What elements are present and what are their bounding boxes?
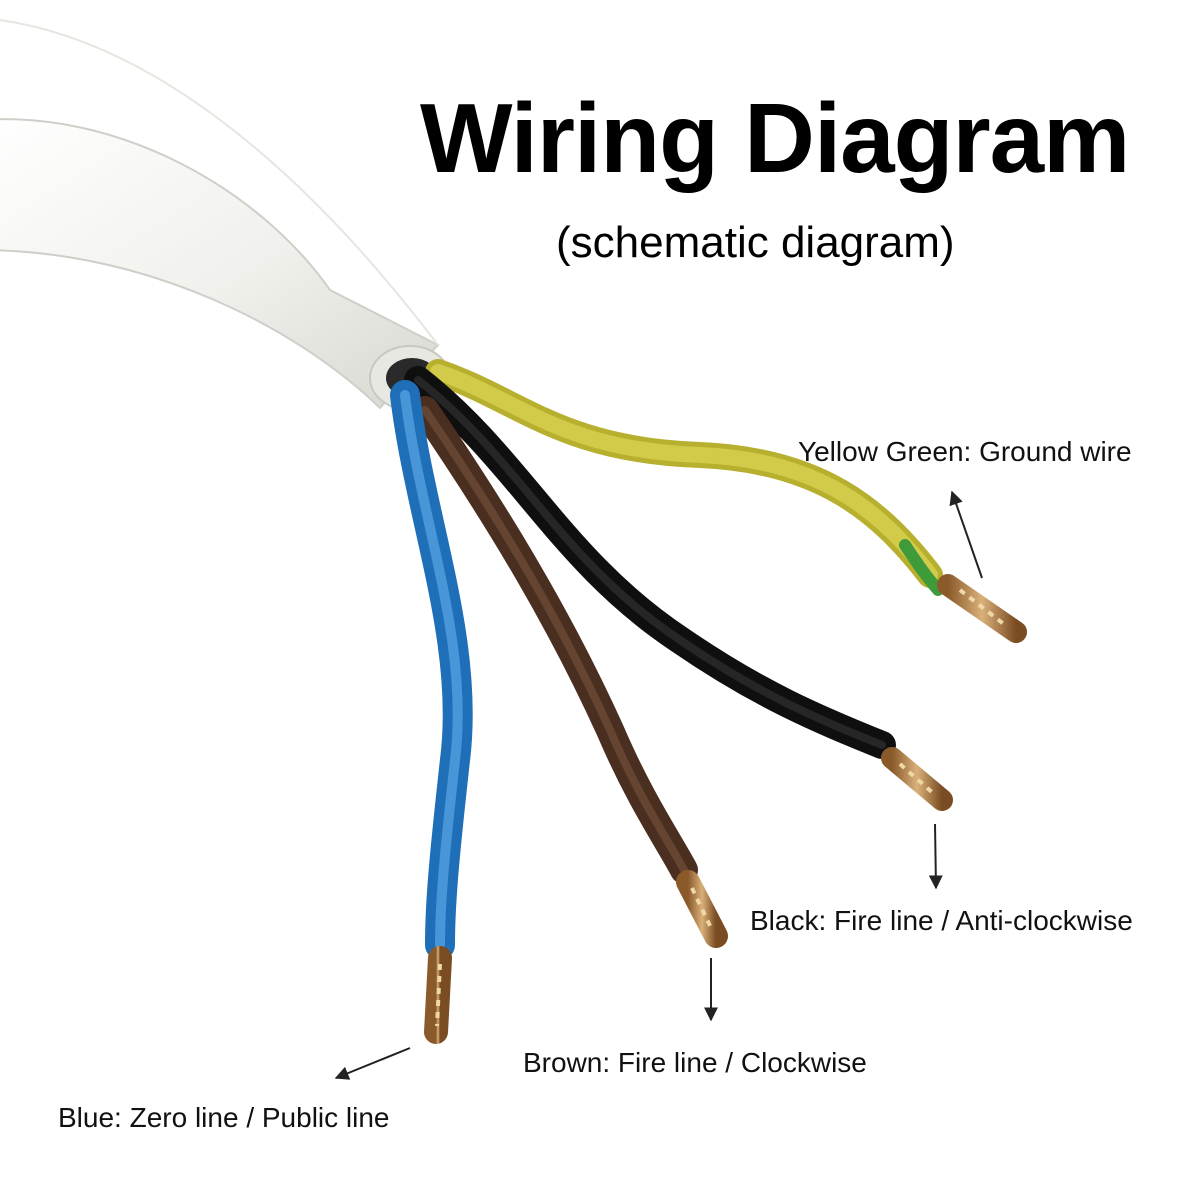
wire-black [404, 366, 953, 811]
wire-blue [390, 380, 473, 1044]
label-blue-wire: Blue: Zero line / Public line [58, 1102, 390, 1133]
arrow-blue [334, 1047, 411, 1080]
wire-brown [411, 396, 728, 948]
arrow-yellow-green [949, 490, 983, 579]
wire-yellow-green [425, 359, 1027, 643]
label-black-wire: Black: Fire line / Anti-clockwise [750, 905, 1133, 936]
page-title: Wiring Diagram [420, 83, 1130, 193]
label-brown-wire: Brown: Fire line / Clockwise [523, 1047, 867, 1078]
cable-sheath [0, 19, 451, 411]
label-yellow-green-wire: Yellow Green: Ground wire [798, 436, 1132, 467]
page-subtitle: (schematic diagram) [556, 218, 955, 267]
copper-tip-blue [424, 946, 452, 1044]
copper-tip-yellow [937, 574, 1027, 643]
arrow-black [928, 823, 943, 890]
copper-tip-black [881, 747, 953, 811]
copper-tip-brown [676, 870, 728, 948]
